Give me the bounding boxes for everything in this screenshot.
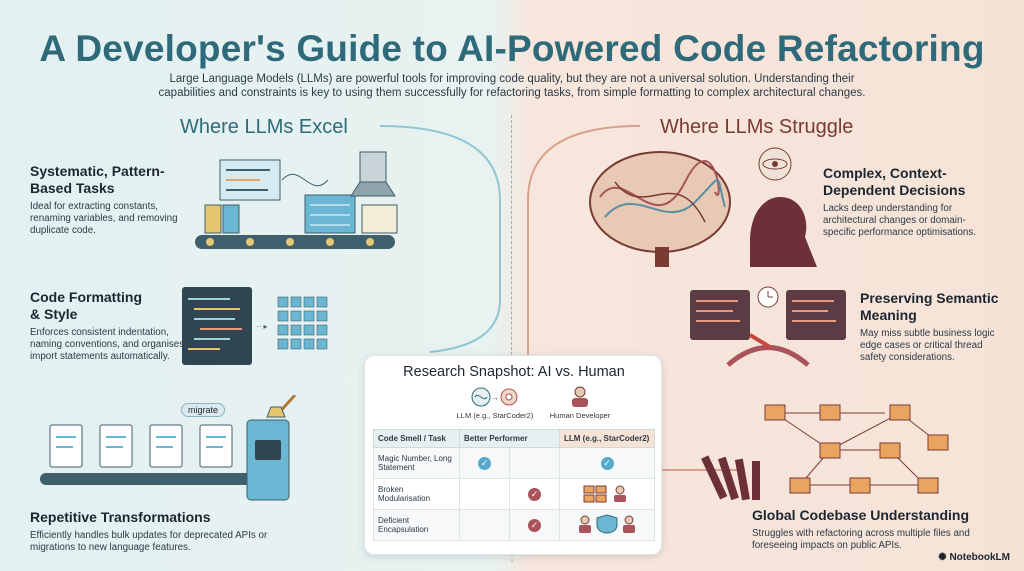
research-snapshot-card: Research Snapshot: AI vs. Human → LLM (e…	[364, 355, 662, 555]
excel-item-title: Systematic, Pattern-Based Tasks	[30, 163, 165, 196]
semantic-bridge-illustration	[690, 286, 846, 367]
excel-item-text: Ideal for extracting constants, renaming…	[30, 201, 178, 236]
excel-item-title: Code Formatting & Style	[30, 289, 142, 322]
legend-llm: LLM (e.g., StarCoder2)	[456, 411, 534, 420]
migration-conveyor-illustration	[40, 395, 297, 501]
human-developer-icon	[572, 386, 588, 407]
excel-item-text: Enforces consistent indentation, naming …	[30, 327, 185, 362]
check-icon: ✓	[528, 487, 541, 501]
excel-heading: Where LLMs Excel	[180, 116, 348, 138]
llm-brain-gear-icon: →	[471, 387, 518, 407]
col-header-task: Code Smell / Task	[373, 429, 460, 448]
struggle-item-title: Global Codebase Understanding	[752, 507, 970, 523]
col-header-performer: Better Performer	[459, 429, 560, 448]
struggle-item-text: Struggles with refactoring across multip…	[752, 528, 970, 551]
migrate-tag: migrate	[181, 403, 226, 417]
row-task: Broken Modularisation	[373, 478, 460, 510]
row-task: Magic Number, Long Statement	[373, 447, 460, 479]
codebase-graph-illustration	[701, 404, 949, 501]
modules-icon	[583, 485, 626, 503]
encapsulation-shield-icon	[579, 514, 635, 534]
conveyor-pattern-illustration	[195, 151, 398, 249]
check-icon: ✓	[478, 456, 491, 470]
excel-item-text: Efficiently handles bulk updates for dep…	[30, 530, 268, 553]
page-subtitle: Large Language Models (LLMs) are powerfu…	[158, 73, 866, 99]
struggle-item-title: Preserving Semantic Meaning	[860, 290, 999, 323]
struggle-heading: Where LLMs Struggle	[660, 116, 854, 138]
excel-item-formatting: Code Formatting & Style Enforces consist…	[30, 289, 190, 363]
check-icon: ✓	[600, 456, 614, 470]
svg-text:·· ▸: ·· ▸	[256, 322, 268, 331]
logo-icon: ✺	[938, 552, 947, 563]
table-row: Broken Modularisation ✓	[373, 478, 655, 510]
check-icon: ✓	[528, 518, 541, 532]
page-title: A Developer's Guide to AI-Powered Code R…	[39, 28, 985, 69]
row-task: Deficient Encapsulation	[373, 509, 460, 541]
excel-item-title: Repetitive Transformations	[30, 509, 211, 525]
struggle-item-text: Lacks deep understanding for architectur…	[823, 203, 977, 238]
struggle-item-global: Global Codebase Understanding Struggles …	[752, 507, 1002, 552]
center-divider	[511, 115, 512, 365]
table-row: Deficient Encapsulation ✓	[373, 509, 655, 541]
struggle-item-title: Complex, Context-Dependent Decisions	[823, 165, 966, 198]
legend-human: Human Developer	[549, 411, 611, 420]
left-connector-line	[379, 125, 501, 353]
struggle-item-semantic: Preserving Semantic Meaning May miss sub…	[860, 290, 1010, 364]
excel-item-repetitive: Repetitive Transformations Efficiently h…	[30, 509, 290, 554]
notebooklm-logo: ✺ NotebookLM	[938, 552, 1010, 563]
tangled-brain-illustration	[589, 147, 817, 267]
code-formatting-illustration: ·· ▸	[182, 287, 328, 365]
struggle-item-context: Complex, Context-Dependent Decisions Lac…	[823, 165, 993, 239]
struggle-item-text: May miss subtle business logic edge case…	[860, 328, 995, 363]
table-row: Magic Number, Long Statement ✓ ✓	[373, 447, 655, 479]
comparison-table: Code Smell / Task Better Performer LLM (…	[373, 429, 655, 541]
col-header-llm: LLM (e.g., StarCoder2)	[559, 429, 655, 448]
logo-text: NotebookLM	[949, 552, 1010, 563]
excel-item-pattern: Systematic, Pattern-Based Tasks Ideal fo…	[30, 163, 190, 237]
svg-text:→: →	[491, 393, 499, 402]
snapshot-title: Research Snapshot: AI vs. Human	[403, 364, 625, 380]
